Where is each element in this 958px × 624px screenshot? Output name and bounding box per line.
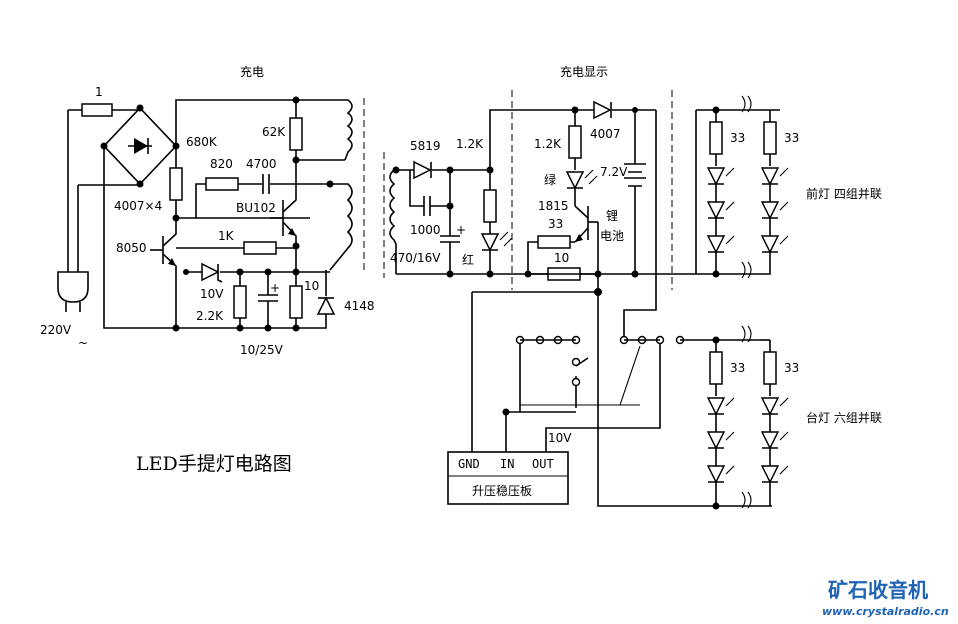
battery-name-2: 电池 <box>600 229 624 243</box>
front-r1-label: 33 <box>730 131 745 145</box>
r10a-label: 10 <box>304 279 319 293</box>
section-charge: 充电 <box>240 64 264 79</box>
mains-voltage-label: 220V <box>40 323 72 337</box>
front-light-array <box>695 95 789 279</box>
led-green-label: 绿 <box>544 172 556 187</box>
r1-2k-b-label: 1.2K <box>534 137 562 151</box>
transistor-8050 <box>150 218 177 328</box>
r62k-label: 62K <box>262 125 286 139</box>
resistor-1-2k-a <box>483 189 497 223</box>
battery-voltage: 7.2V <box>600 165 628 179</box>
desk-light-array <box>706 325 789 510</box>
z10v-label: 10V <box>200 287 224 301</box>
board-out: OUT <box>532 457 554 471</box>
r680k-label: 680K <box>186 135 218 149</box>
board-name: 升压稳压板 <box>472 483 532 498</box>
c1000-label: 1000 <box>410 223 441 237</box>
c470-label: 470/16V <box>390 251 441 265</box>
r2-2k-label: 2.2K <box>196 309 224 323</box>
d5819-label: 5819 <box>410 139 441 153</box>
bridge-label: 4007×4 <box>114 199 162 213</box>
switch-assembly <box>471 291 760 452</box>
front-r2-label: 33 <box>784 131 799 145</box>
led-red <box>480 233 500 252</box>
section-desk-light: 台灯 六组并联 <box>806 410 882 425</box>
bu102-label: BU102 <box>236 201 276 215</box>
c4700-label: 4700 <box>246 157 277 171</box>
board-gnd: GND <box>458 457 480 471</box>
resistor-2-2k <box>233 285 247 319</box>
battery <box>624 110 646 274</box>
mains-plug <box>57 110 89 312</box>
battery-name-1: 锂 <box>606 208 618 223</box>
desk-r2-label: 33 <box>784 361 799 375</box>
r1k-label: 1K <box>218 229 235 243</box>
boost-regulator-board <box>447 451 569 505</box>
ac-symbol: ~ <box>78 336 88 350</box>
section-charge-display: 充电显示 <box>560 64 608 79</box>
resistor-1-2k-b <box>568 125 582 159</box>
r33-a-label: 33 <box>548 217 563 231</box>
resistor-680k <box>169 167 183 201</box>
board-out-voltage: 10V <box>548 431 572 445</box>
resistor-1k <box>243 241 277 255</box>
d4007-label: 4007 <box>590 127 621 141</box>
resistor-820 <box>205 177 239 191</box>
board-in: IN <box>500 457 514 471</box>
c10-25v-label: 10/25V <box>240 343 284 357</box>
section-front-light: 前灯 四组并联 <box>806 186 882 201</box>
plus-sign-2: + <box>456 223 466 237</box>
q8050-label: 8050 <box>116 241 147 255</box>
watermark-cn: 矿石收音机 <box>828 578 928 602</box>
bridge-rectifier <box>102 106 178 186</box>
fuse-label: 1 <box>95 85 103 99</box>
transistor-1815 <box>574 205 598 243</box>
led-red-label: 红 <box>462 252 474 267</box>
r10-b-label: 10 <box>554 251 569 265</box>
led-green <box>565 171 585 190</box>
resistor-10 <box>289 285 303 319</box>
resistor-62k <box>289 117 303 151</box>
desk-r1-label: 33 <box>730 361 745 375</box>
d4148-label: 4148 <box>344 299 375 313</box>
plus-sign-1: + <box>270 281 280 295</box>
r820-label: 820 <box>210 157 233 171</box>
q1815-label: 1815 <box>538 199 569 213</box>
watermark-url: www.crystalradio.cn <box>822 605 949 618</box>
r1-2k-a-label: 1.2K <box>456 137 484 151</box>
diagram-title: LED手提灯电路图 <box>136 453 292 475</box>
fuse <box>81 103 113 117</box>
resistor-33-a <box>537 235 571 249</box>
